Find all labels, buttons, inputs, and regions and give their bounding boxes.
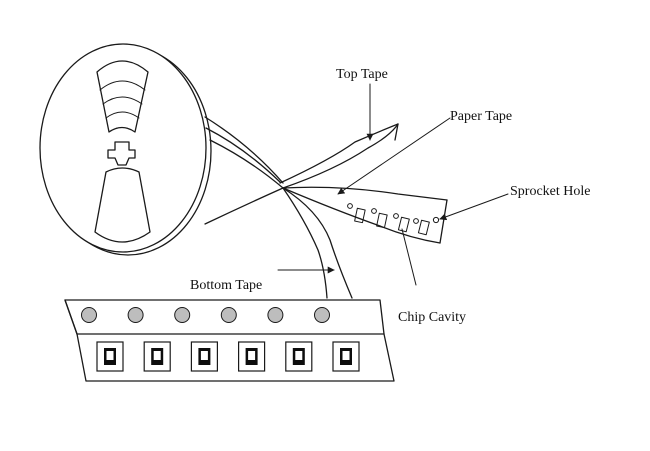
label-sprocket-hole: Sprocket Hole bbox=[510, 184, 590, 199]
leader-chip-cavity bbox=[401, 228, 417, 286]
reel-hub bbox=[107, 141, 136, 166]
leader-paper-tape bbox=[337, 117, 451, 195]
reel-lower-window bbox=[94, 167, 151, 243]
reel bbox=[39, 43, 212, 256]
label-top-tape-group: Top Tape bbox=[336, 67, 388, 141]
sprocket-holes bbox=[81, 307, 330, 323]
chip-cavity bbox=[332, 341, 360, 372]
chip-cavity bbox=[190, 341, 218, 372]
chip-cavity bbox=[285, 341, 313, 372]
chip-cavity bbox=[96, 341, 124, 372]
label-paper-tape-group: Paper Tape bbox=[337, 109, 512, 195]
bottom-tape bbox=[282, 187, 353, 299]
reel-front-flange bbox=[39, 43, 207, 253]
label-paper-tape: Paper Tape bbox=[450, 109, 512, 124]
chip-cavities bbox=[96, 341, 360, 372]
label-top-tape: Top Tape bbox=[336, 67, 388, 82]
label-chip-cavity: Chip Cavity bbox=[398, 310, 466, 325]
label-sprocket-hole-group: Sprocket Hole bbox=[439, 184, 590, 221]
paper-tape bbox=[282, 186, 448, 201]
sprocket-hole bbox=[220, 307, 237, 323]
sprocket-hole bbox=[174, 307, 191, 323]
sprocket-hole bbox=[81, 307, 97, 323]
sprocket-hole bbox=[127, 307, 144, 323]
top-tape bbox=[279, 123, 399, 184]
chip-cavity bbox=[143, 341, 171, 372]
label-bottom-tape: Bottom Tape bbox=[190, 278, 262, 293]
carrier-strip bbox=[64, 299, 395, 382]
sprocket-hole bbox=[314, 307, 330, 323]
tape-path bbox=[204, 116, 448, 299]
reel-upper-window bbox=[96, 60, 149, 133]
chip-cavity bbox=[238, 341, 266, 372]
label-chip-cavity-group: Chip Cavity bbox=[398, 228, 466, 325]
label-bottom-tape-group: Bottom Tape bbox=[190, 266, 335, 293]
leader-sprocket-hole bbox=[439, 193, 509, 221]
sprocket-hole bbox=[267, 307, 284, 323]
